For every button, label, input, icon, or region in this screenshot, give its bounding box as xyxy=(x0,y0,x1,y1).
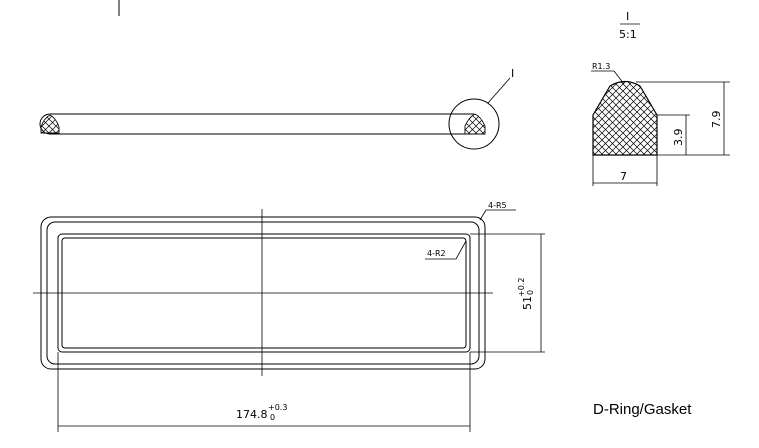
side-view: I xyxy=(39,67,514,150)
detail-section: I 5:1 R1.3 7.9 3.9 7 xyxy=(591,10,730,186)
radius-label: R1.3 xyxy=(592,62,610,71)
height-dimension-text: 51 +0.2 0 xyxy=(517,278,535,310)
detail-scale: 5:1 xyxy=(619,28,637,41)
drawing-caption: D-Ring/Gasket xyxy=(593,401,692,418)
outer-radius-leader xyxy=(479,209,487,221)
radius-leader xyxy=(613,70,625,85)
outer-radius-label: 4-R5 xyxy=(488,201,507,210)
detail-marker-side: I xyxy=(511,67,514,80)
length-tol-lower: 0 xyxy=(270,413,275,422)
inner-radius-label: 4-R2 xyxy=(427,249,446,258)
right-section xyxy=(464,113,486,135)
profile-shape xyxy=(592,80,658,156)
height-tol-upper: +0.2 xyxy=(517,278,526,297)
detail-circle xyxy=(448,98,500,150)
width-label: 7 xyxy=(620,170,627,183)
total-height-label: 7.9 xyxy=(710,111,723,129)
left-section xyxy=(40,114,60,134)
side-height-label: 3.9 xyxy=(672,129,685,147)
length-nominal: 174.8 xyxy=(236,408,268,421)
detail-leader xyxy=(487,77,511,104)
inner-radius-leader xyxy=(455,240,467,260)
height-nominal: 51 xyxy=(521,296,534,310)
plan-view: 4-R5 4-R2 51 +0.2 0 174.8 +0.3 0 xyxy=(33,201,545,432)
detail-marker: I xyxy=(626,10,629,23)
height-tol-lower: 0 xyxy=(526,290,535,295)
length-tol-upper: +0.3 xyxy=(268,403,287,412)
